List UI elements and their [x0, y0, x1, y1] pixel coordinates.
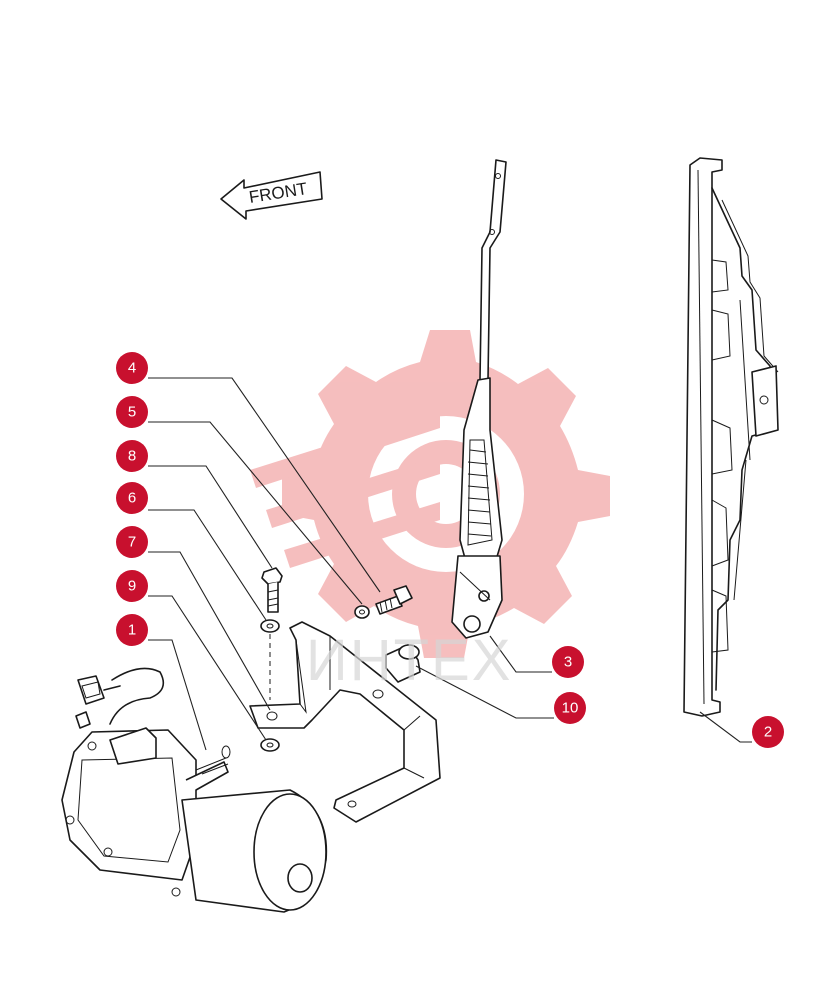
svg-text:10: 10 [562, 700, 579, 717]
watermark-gear-logo [250, 330, 610, 658]
wiper-motor [61, 667, 328, 913]
svg-text:8: 8 [128, 448, 136, 465]
callout-1[interactable]: 1 [116, 614, 148, 646]
svg-text:1: 1 [128, 622, 136, 639]
callout-9[interactable]: 9 [116, 570, 148, 602]
callout-3[interactable]: 3 [552, 646, 584, 678]
mounting-bolt-and-washers [260, 567, 283, 752]
leader-lines [148, 377, 752, 751]
spacer-sleeve [385, 644, 421, 683]
svg-text:6: 6 [128, 490, 136, 507]
front-direction-arrow: FRONT [220, 171, 323, 220]
svg-text:9: 9 [128, 578, 136, 595]
svg-text:2: 2 [764, 724, 772, 741]
callout-8[interactable]: 8 [116, 440, 148, 472]
mounting-bracket [249, 621, 441, 823]
callouts: 4 5 8 6 7 9 1 3 [116, 352, 784, 748]
svg-text:4: 4 [128, 360, 136, 377]
svg-text:3: 3 [564, 654, 572, 671]
callout-4[interactable]: 4 [116, 352, 148, 384]
callout-6[interactable]: 6 [116, 482, 148, 514]
svg-text:7: 7 [128, 534, 136, 551]
callout-7[interactable]: 7 [116, 526, 148, 558]
callout-5[interactable]: 5 [116, 396, 148, 428]
arm-bolt-and-washer [354, 585, 413, 619]
watermark-text: ИНТЕХ [306, 628, 512, 693]
wiper-blade [683, 157, 779, 717]
svg-text:5: 5 [128, 404, 136, 421]
callout-10[interactable]: 10 [554, 692, 586, 724]
callout-2[interactable]: 2 [752, 716, 784, 748]
wiper-arm [451, 159, 507, 639]
